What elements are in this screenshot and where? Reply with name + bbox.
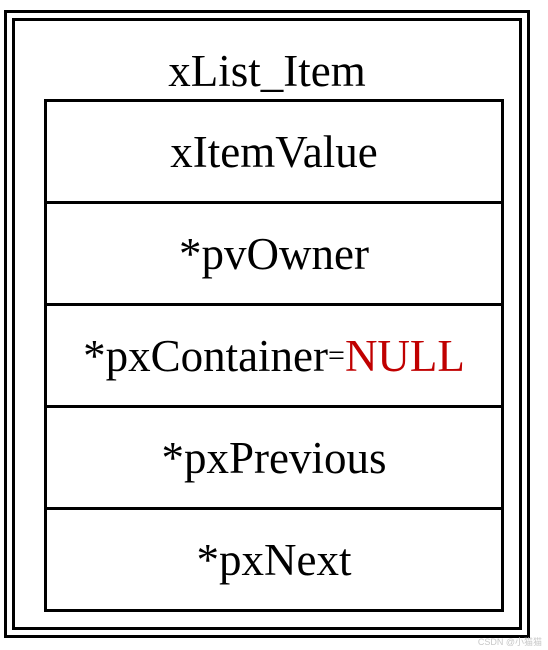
assignment-operator: = <box>328 338 345 372</box>
field-row-container: *pxContainer=NULL <box>47 306 501 408</box>
field-name: *pxPrevious <box>161 432 387 483</box>
field-row-item-value: xItemValue <box>47 102 501 204</box>
field-row-previous: *pxPrevious <box>47 408 501 510</box>
struct-outer-frame: xList_Item xItemValue *pvOwner *pxContai… <box>4 10 530 638</box>
struct-title: xList_Item <box>168 46 366 96</box>
field-row-owner: *pvOwner <box>47 204 501 306</box>
null-value: NULL <box>344 330 465 381</box>
field-name: xItemValue <box>170 126 378 177</box>
field-name: *pvOwner <box>179 228 369 279</box>
field-row-next: *pxNext <box>47 510 501 609</box>
struct-fields-table: xItemValue *pvOwner *pxContainer=NULL *p… <box>44 99 504 612</box>
watermark: CSDN @小猫猫 <box>477 637 542 647</box>
struct-inner-frame: xList_Item xItemValue *pvOwner *pxContai… <box>12 18 522 630</box>
field-name: *pxNext <box>196 534 352 585</box>
field-name: *pxContainer <box>83 330 329 381</box>
